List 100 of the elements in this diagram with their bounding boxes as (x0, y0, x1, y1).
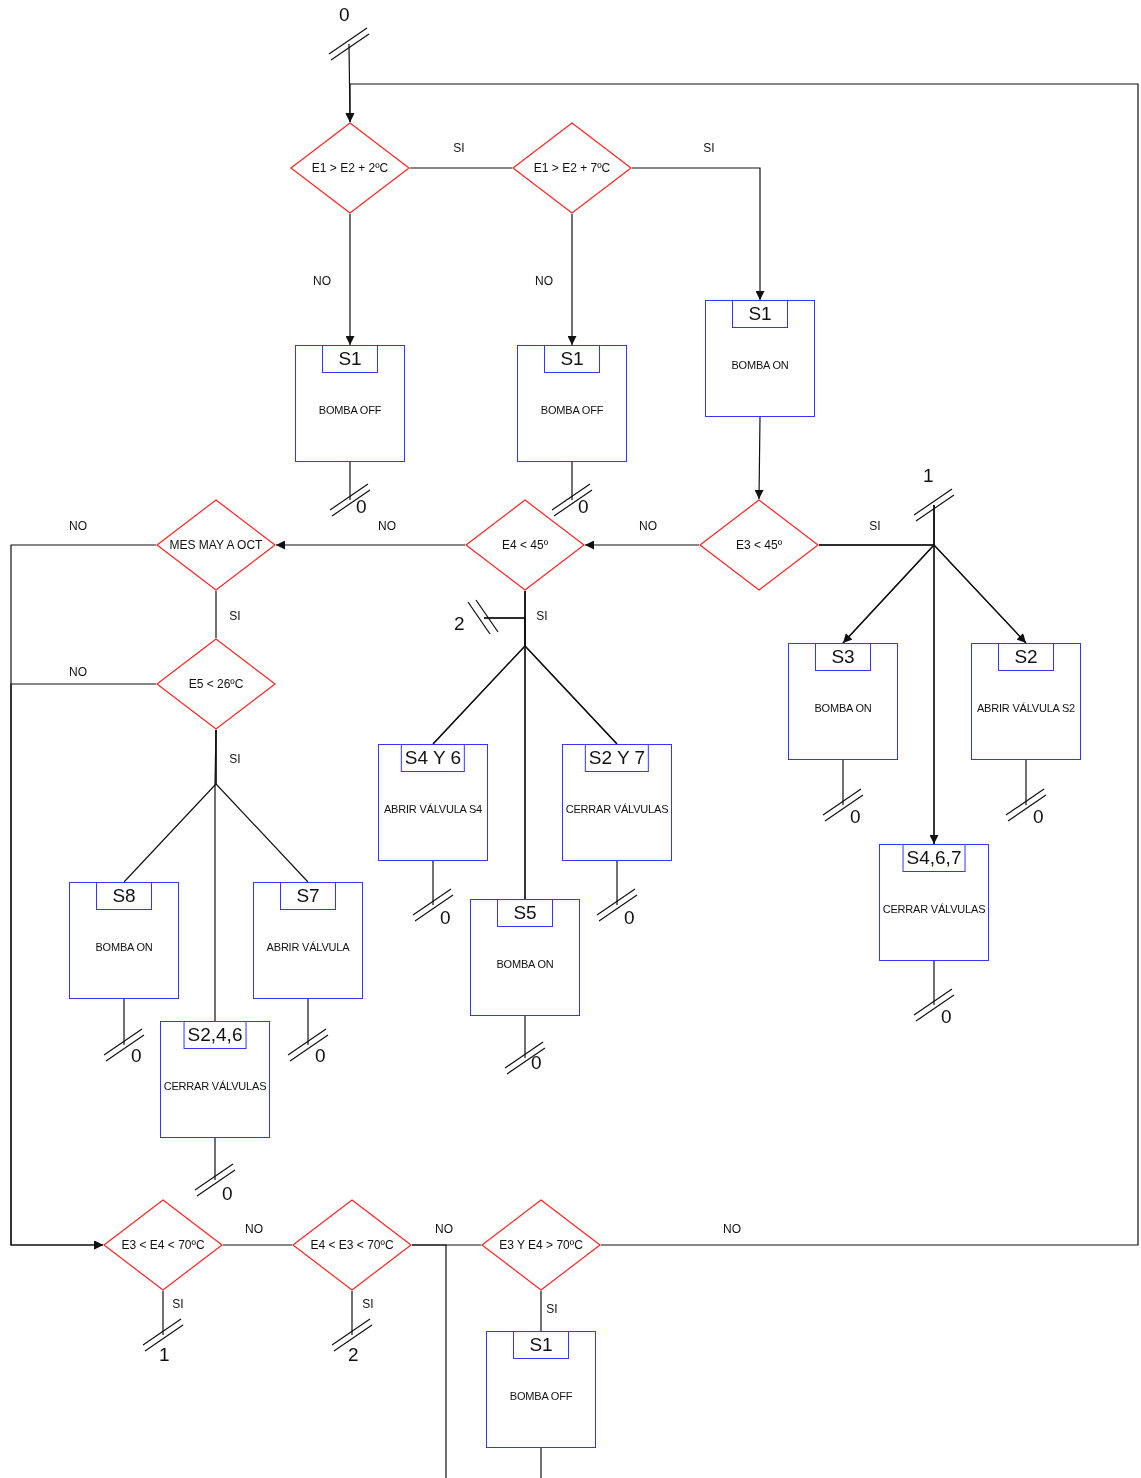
connector-line (307, 998, 309, 1046)
connector-number: 0 (356, 496, 367, 518)
arrow (10, 683, 157, 1250)
connector-line (222, 1244, 293, 1246)
arrow (275, 540, 466, 550)
connector-number: 0 (1033, 806, 1044, 828)
edge-label: NO (312, 274, 332, 288)
action-text: BOMBA ON (731, 359, 789, 371)
connector-number: 0 (440, 907, 451, 929)
connector-line (349, 461, 351, 501)
process-box (470, 899, 580, 1016)
condition-text: MES MAY A OCT (169, 538, 263, 552)
connector-number: 0 (339, 4, 350, 26)
edge-label: NO (638, 519, 658, 533)
edge-label: NO (434, 1222, 454, 1236)
arrow (345, 83, 1139, 1246)
output-label: S1 (732, 299, 788, 328)
connector-line (933, 504, 935, 845)
process-box (517, 345, 627, 462)
connector-line (214, 1137, 216, 1181)
action-text: BOMBA ON (814, 702, 872, 714)
process-box (160, 1021, 270, 1138)
action-text: BOMBA OFF (318, 404, 382, 416)
condition-text: E3 < E4 < 70ºC (121, 1238, 205, 1252)
connector-number: 0 (531, 1052, 542, 1074)
connector-number: 0 (941, 1006, 952, 1028)
edge-label: NO (722, 1222, 742, 1236)
action-text: CERRAR VÁLVULAS (163, 1080, 267, 1092)
arrow (584, 540, 700, 550)
connector-line (1025, 759, 1027, 806)
output-label: S1 (544, 344, 600, 373)
output-label: S2 (998, 642, 1054, 671)
connector-line (842, 759, 844, 806)
process-box (562, 744, 672, 861)
connector-number: 0 (315, 1045, 326, 1067)
connector-line (571, 461, 573, 501)
output-label: S2 Y 7 (584, 743, 650, 772)
process-box (253, 882, 363, 999)
condition-text: E4 < 45º (501, 538, 549, 552)
connector-line (214, 729, 217, 1022)
output-label: S2,4,6 (183, 1020, 247, 1049)
connector-line (540, 1290, 542, 1332)
edge-label: SI (868, 519, 882, 533)
process-box (378, 744, 488, 861)
condition-text: E1 > E2 + 2ºC (311, 161, 389, 175)
output-label: S7 (280, 881, 336, 910)
output-label: S4,6,7 (902, 843, 966, 872)
connector-line (162, 1290, 164, 1336)
arrow (345, 213, 355, 346)
connector-line (215, 590, 217, 639)
action-text: BOMBA OFF (509, 1390, 573, 1402)
connector-line (432, 860, 434, 906)
edge-label: SI (361, 1297, 375, 1311)
process-box (971, 643, 1081, 760)
edge-label: SI (535, 609, 549, 623)
connector-number: 2 (454, 613, 465, 635)
connector-number: 2 (348, 1344, 359, 1366)
edge-label: NO (68, 519, 88, 533)
edge-label: NO (377, 519, 397, 533)
process-box (705, 300, 815, 417)
connector-number: 0 (850, 806, 861, 828)
connector-number: 0 (578, 496, 589, 518)
edge-label: SI (702, 141, 716, 155)
action-text: BOMBA OFF (540, 404, 604, 416)
edge-label: SI (228, 609, 242, 623)
connector-number: 0 (624, 907, 635, 929)
process-box (879, 844, 989, 961)
process-box (788, 643, 898, 760)
edge-label: SI (228, 752, 242, 766)
connector-number: 0 (131, 1045, 142, 1067)
edge-label: NO (534, 274, 554, 288)
action-text: ABRIR VÁLVULA S4 (383, 803, 483, 815)
condition-text: E3 Y E4 > 70ºC (499, 1238, 583, 1252)
action-text: ABRIR VÁLVULA S2 (976, 702, 1076, 714)
output-label: S4 Y 6 (400, 743, 466, 772)
arrow (631, 167, 765, 301)
process-box (69, 882, 179, 999)
output-label: S5 (497, 898, 553, 927)
arrow (567, 213, 577, 346)
action-text: ABRIR VÁLVULA (266, 941, 350, 953)
output-label: S1 (513, 1330, 569, 1359)
connector-line (540, 1447, 542, 1478)
connector-number: 0 (222, 1183, 233, 1205)
connector-line (616, 860, 618, 906)
connector-number: 1 (159, 1344, 170, 1366)
condition-text: E5 < 26ºC (188, 677, 244, 691)
connector-number: 1 (923, 465, 934, 487)
arrow (754, 416, 764, 500)
process-box (295, 345, 405, 462)
output-label: S8 (96, 881, 152, 910)
connector-line (409, 167, 513, 169)
edge-label: NO (68, 665, 88, 679)
connector-line (524, 1015, 526, 1059)
connector-line (411, 1244, 447, 1478)
connector-line (933, 960, 935, 1006)
connector-line (123, 998, 125, 1046)
condition-text: E1 > E2 + 7ºC (533, 161, 611, 175)
action-text: BOMBA ON (496, 958, 554, 970)
edge-label: NO (244, 1222, 264, 1236)
condition-text: E4 < E3 < 70ºC (310, 1238, 394, 1252)
